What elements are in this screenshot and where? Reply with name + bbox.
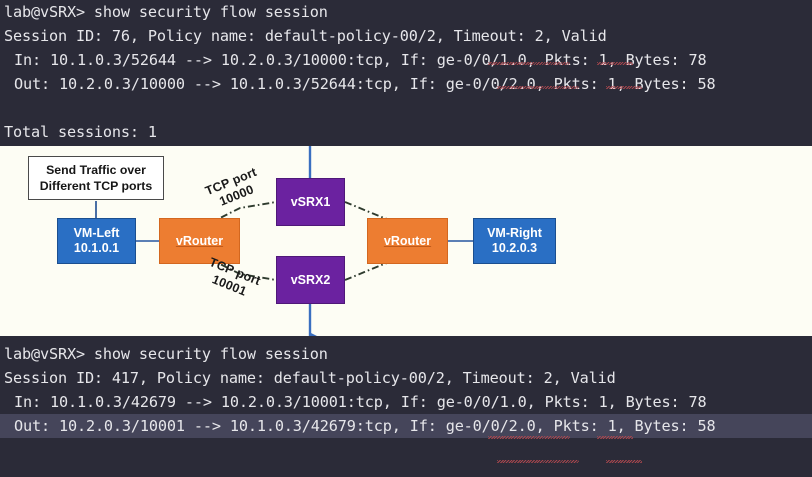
callout-line-1: Send Traffic over bbox=[46, 163, 146, 177]
node-vm-left-ip: 10.1.0.1 bbox=[73, 241, 120, 255]
node-vm-right-ip: 10.2.0.3 bbox=[491, 241, 538, 255]
node-vrouter-left-label: vRouter bbox=[175, 233, 224, 248]
terminal-panel-bottom[interactable]: lab@vSRX> show security flow session Ses… bbox=[0, 336, 812, 477]
terminal-line: Total sessions: 1 bbox=[4, 123, 157, 141]
node-vm-right[interactable]: VM-Right 10.2.0.3 bbox=[473, 218, 556, 264]
terminal-line-blank bbox=[0, 462, 812, 477]
node-vsrx2-label: vSRX2 bbox=[290, 272, 331, 287]
network-topology-diagram: Send Traffic over Different TCP ports VM… bbox=[0, 146, 812, 336]
node-vm-left[interactable]: VM-Left 10.1.0.1 bbox=[57, 218, 136, 264]
path-tcp10001-left bbox=[207, 257, 277, 281]
callout-send-traffic: Send Traffic over Different TCP ports bbox=[28, 156, 164, 200]
terminal-line: Out: 10.2.0.3/10000 --> 10.1.0.3/52644:t… bbox=[14, 75, 716, 93]
terminal-line: Session ID: 76, Policy name: default-pol… bbox=[4, 27, 607, 45]
terminal-line: In: 10.1.0.3/52644 --> 10.2.0.3/10000:tc… bbox=[14, 51, 707, 69]
node-vsrx2[interactable]: vSRX2 bbox=[276, 256, 345, 304]
terminal-line: lab@vSRX> show security flow session bbox=[4, 345, 328, 363]
node-vsrx1-label: vSRX1 bbox=[290, 194, 331, 209]
node-vm-right-name: VM-Right bbox=[487, 226, 542, 240]
terminal-line-selected[interactable]: Out: 10.2.0.3/10001 --> 10.1.0.3/42679:t… bbox=[0, 414, 812, 438]
node-vrouter-right-label: vRouter bbox=[383, 233, 432, 248]
callout-line-2: Different TCP ports bbox=[39, 179, 153, 193]
path-tcp10000-left bbox=[207, 201, 277, 225]
terminal-line-blank bbox=[0, 96, 812, 120]
terminal-line: In: 10.1.0.3/42679 --> 10.2.0.3/10001:tc… bbox=[14, 393, 707, 411]
node-vrouter-left[interactable]: vRouter bbox=[159, 218, 240, 264]
terminal-panel-top[interactable]: lab@vSRX> show security flow session Ses… bbox=[0, 0, 812, 146]
terminal-line: lab@vSRX> show security flow session bbox=[4, 3, 328, 21]
node-vsrx1[interactable]: vSRX1 bbox=[276, 178, 345, 226]
node-vrouter-right[interactable]: vRouter bbox=[367, 218, 448, 264]
terminal-line-blank bbox=[0, 438, 812, 462]
terminal-line: Session ID: 417, Policy name: default-po… bbox=[4, 369, 616, 387]
node-vm-left-name: VM-Left bbox=[73, 226, 120, 240]
